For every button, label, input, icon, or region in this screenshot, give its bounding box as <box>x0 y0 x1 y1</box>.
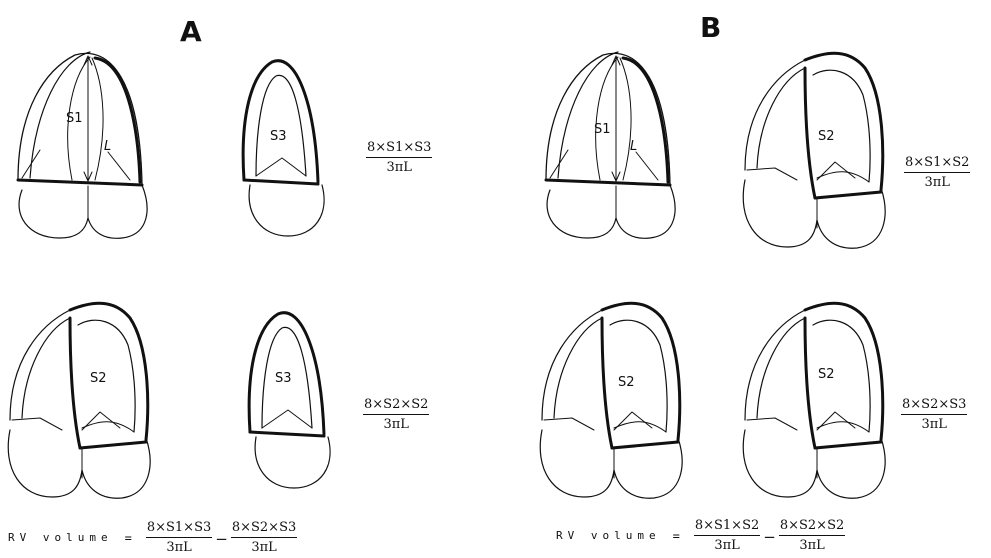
numerator: 8×S2×S3 <box>231 520 297 538</box>
panel-b-formula-bottom: 8×S2×S3 3πL <box>901 397 967 432</box>
label-s2-b-bottom-left: S2 <box>618 375 635 390</box>
rv-term-1: 8×S1×S2 3πL <box>694 518 760 553</box>
rv-term-1: 8×S1×S3 3πL <box>146 520 212 555</box>
numerator: 8×S2×S2 <box>779 518 845 536</box>
denominator: 3πL <box>166 538 191 555</box>
label-s2-b-top: S2 <box>818 129 835 144</box>
denominator: 3πL <box>921 415 946 432</box>
denominator: 3πL <box>714 536 739 553</box>
panel-b-heart-bottom-left <box>540 303 682 498</box>
rv-term-2: 8×S2×S2 3πL <box>779 518 845 553</box>
panel-b-rv-equation: RV volume = 8×S1×S2 3πL − 8×S2×S2 3πL <box>556 518 845 553</box>
numerator: 8×S2×S2 <box>363 397 429 415</box>
label-s2-b-bottom-right: S2 <box>818 367 835 382</box>
minus-sign: − <box>215 530 228 548</box>
label-s3-a-bottom: S3 <box>275 371 292 386</box>
minus-sign: − <box>763 528 776 546</box>
equals-sign: = <box>125 531 132 545</box>
numerator: 8×S1×S2 <box>904 155 970 173</box>
panel-a-heart-bottom-right <box>249 313 330 488</box>
numerator: 8×S1×S2 <box>694 518 760 536</box>
panel-b-heart-top-right <box>743 53 885 248</box>
panel-a-heart-top-left <box>18 52 147 238</box>
panel-b-heart-top-left <box>546 52 675 238</box>
panel-a-formula-top: 8×S1×S3 3πL <box>366 140 432 175</box>
rv-volume-label: RV volume <box>556 529 661 542</box>
panel-b-formula-top: 8×S1×S2 3πL <box>904 155 970 190</box>
panel-a-heart-bottom-left <box>8 303 150 498</box>
label-s1-a: S1 <box>66 111 83 126</box>
denominator: 3πL <box>924 173 949 190</box>
label-l-a: L <box>104 139 111 154</box>
denominator: 3πL <box>799 536 824 553</box>
label-s3-a-top: S3 <box>270 129 287 144</box>
panel-label-b: B <box>700 14 721 42</box>
panel-a-rv-equation: RV volume = 8×S1×S3 3πL − 8×S2×S3 3πL <box>8 520 297 555</box>
panel-a-formula-bottom: 8×S2×S2 3πL <box>363 397 429 432</box>
denominator: 3πL <box>386 158 411 175</box>
denominator: 3πL <box>251 538 276 555</box>
numerator: 8×S2×S3 <box>901 397 967 415</box>
panel-a-heart-top-right <box>243 61 324 236</box>
label-l-b: L <box>630 139 637 154</box>
label-s2-a: S2 <box>90 371 107 386</box>
panel-b-heart-bottom-right <box>743 303 885 498</box>
denominator: 3πL <box>383 415 408 432</box>
panel-label-a: A <box>180 18 202 46</box>
label-s1-b: S1 <box>594 122 611 137</box>
rv-volume-label: RV volume <box>8 531 113 544</box>
numerator: 8×S1×S3 <box>366 140 432 158</box>
equals-sign: = <box>673 529 680 543</box>
numerator: 8×S1×S3 <box>146 520 212 538</box>
rv-term-2: 8×S2×S3 3πL <box>231 520 297 555</box>
